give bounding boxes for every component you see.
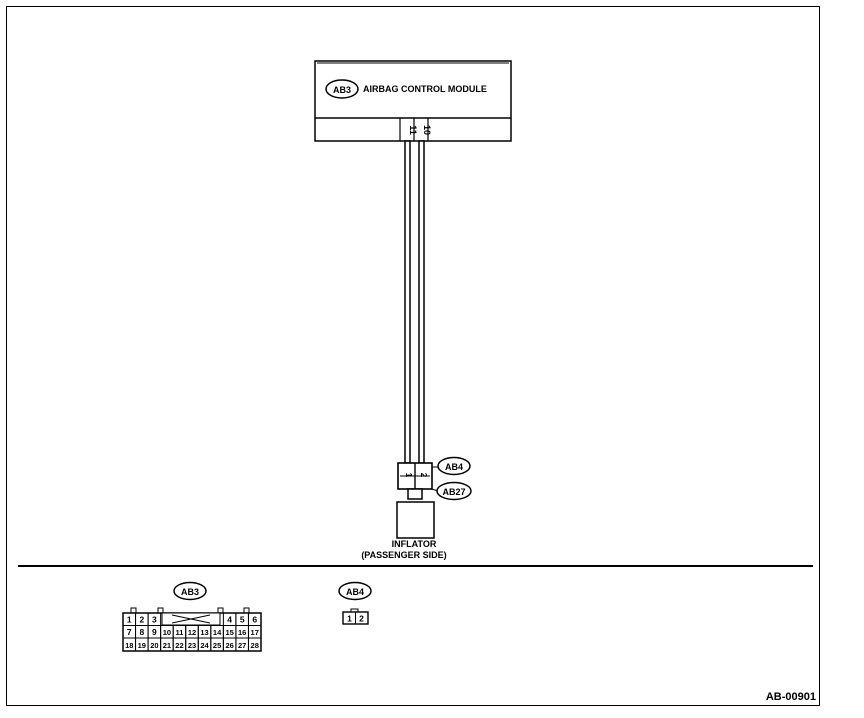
ab3-pin-18: 18	[125, 641, 133, 650]
inflator-pin-2: 2	[419, 473, 428, 478]
ab4-tag: AB4	[445, 462, 463, 472]
ab27-tag: AB27	[442, 487, 465, 497]
ab3-pin-19: 19	[138, 641, 146, 650]
ab3-pin-25: 25	[213, 641, 221, 650]
ab4-view-pin-2: 2	[359, 614, 364, 624]
module-name: AIRBAG CONTROL MODULE	[363, 84, 487, 94]
wire-pin10	[418, 140, 425, 464]
ab3-pin-28: 28	[251, 641, 259, 650]
wire-pin11	[404, 140, 411, 464]
ab3-pin-24: 24	[200, 641, 209, 650]
ab4-connector-view: AB4 1 2	[338, 581, 372, 625]
ab4-view-tag: AB4	[346, 587, 364, 597]
wire-harness	[404, 140, 425, 464]
ab3-pin-21: 21	[163, 641, 171, 650]
ab3-pin-23: 23	[188, 641, 196, 650]
ab3-pin-5: 5	[240, 615, 245, 625]
ab3-pin-9: 9	[152, 627, 157, 637]
ab3-pin-14: 14	[213, 628, 222, 637]
module-tag: AB3	[333, 85, 351, 95]
ab3-pin-3: 3	[152, 615, 157, 625]
ab3-pin-12: 12	[188, 628, 196, 637]
inflator-label-1: INFLATOR	[392, 539, 437, 549]
ab3-pin-16: 16	[238, 628, 246, 637]
airbag-control-module: AB3 AIRBAG CONTROL MODULE 11 10	[314, 60, 512, 142]
ab27-tag-oval	[436, 481, 472, 501]
document-id: AB-00901	[765, 691, 816, 703]
ab3-pin-cell	[247, 637, 262, 652]
ab3-pin-8: 8	[139, 627, 144, 637]
inflator-connector: 1 2 AB4 AB27	[397, 456, 472, 501]
ab3-pin-27: 27	[238, 641, 246, 650]
ab3-pin-1: 1	[127, 615, 132, 625]
module-tag-oval	[325, 79, 359, 99]
ab3-pin-7: 7	[127, 627, 132, 637]
ab4-tag-oval	[437, 456, 471, 476]
ab3-pin-13: 13	[200, 628, 208, 637]
ab3-pin-17: 17	[251, 628, 259, 637]
ab3-pin-2: 2	[139, 615, 144, 625]
ab3-pin-20: 20	[150, 641, 158, 650]
module-pin-10: 10	[422, 125, 432, 135]
ab3-view-tag: AB3	[181, 587, 199, 597]
ab3-pin-6: 6	[252, 615, 257, 625]
ab3-pin-22: 22	[175, 641, 183, 650]
ab3-pin-4: 4	[227, 615, 232, 625]
inflator-pin-1: 1	[404, 473, 413, 478]
inflator-label-2: (PASSENGER SIDE)	[361, 550, 446, 560]
ab3-pin-26: 26	[225, 641, 233, 650]
ab3-pin-10: 10	[163, 628, 171, 637]
module-pin-11: 11	[408, 125, 418, 135]
ab4-view-pin-1: 1	[347, 614, 352, 624]
ab3-pin-11: 11	[175, 628, 183, 637]
diagram-frame	[6, 6, 820, 706]
ab3-pin-15: 15	[225, 628, 233, 637]
inflator: INFLATOR (PASSENGER SIDE)	[361, 501, 447, 560]
